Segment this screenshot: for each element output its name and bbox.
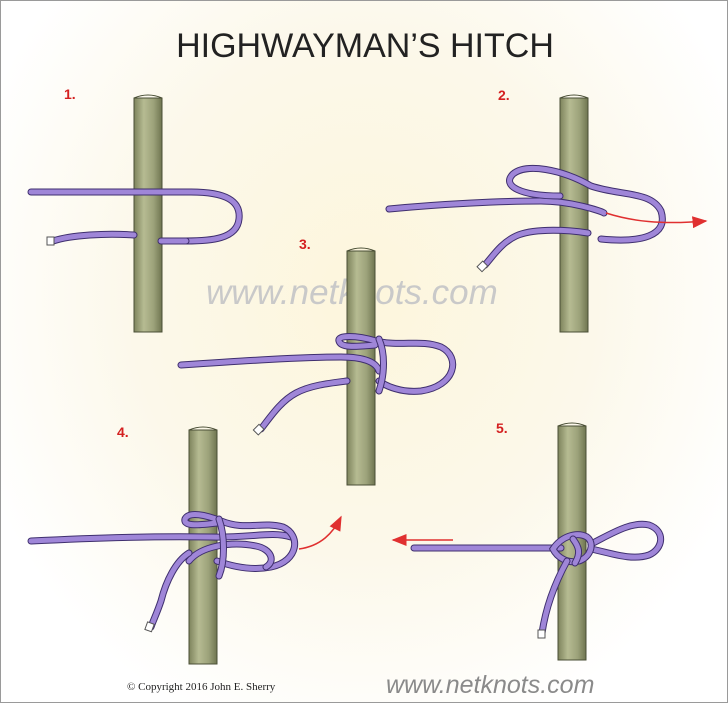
step-label-2: 2. — [498, 87, 510, 103]
rope — [385, 165, 666, 269]
rope-end — [144, 621, 155, 633]
step-label-4: 4. — [117, 424, 129, 440]
rope-end — [476, 260, 489, 273]
step-2-illustration — [385, 94, 708, 333]
pole — [133, 97, 163, 333]
pull-arrow — [605, 212, 708, 229]
step-label-1: 1. — [64, 86, 76, 102]
pole — [346, 250, 376, 486]
step-4-illustration — [27, 426, 342, 665]
rope-end — [537, 629, 546, 639]
rope — [27, 188, 243, 245]
rope — [177, 333, 457, 433]
diagram-title: HIGHWAYMAN’S HITCH — [176, 27, 554, 65]
pull-arrow — [298, 515, 342, 550]
website-label: www.netknots.com — [386, 671, 595, 699]
rope-end — [252, 423, 265, 436]
rope-end — [46, 236, 55, 246]
step-1-illustration — [27, 94, 243, 333]
pole-top — [133, 94, 163, 99]
step-3-illustration — [177, 247, 457, 486]
pole — [559, 97, 589, 333]
step-5-illustration — [391, 422, 665, 661]
rope — [27, 511, 299, 631]
step-label-3: 3. — [299, 236, 311, 252]
step-label-5: 5. — [496, 420, 508, 436]
copyright-notice: © Copyright 2016 John E. Sherry — [127, 681, 276, 693]
rope — [410, 520, 665, 637]
